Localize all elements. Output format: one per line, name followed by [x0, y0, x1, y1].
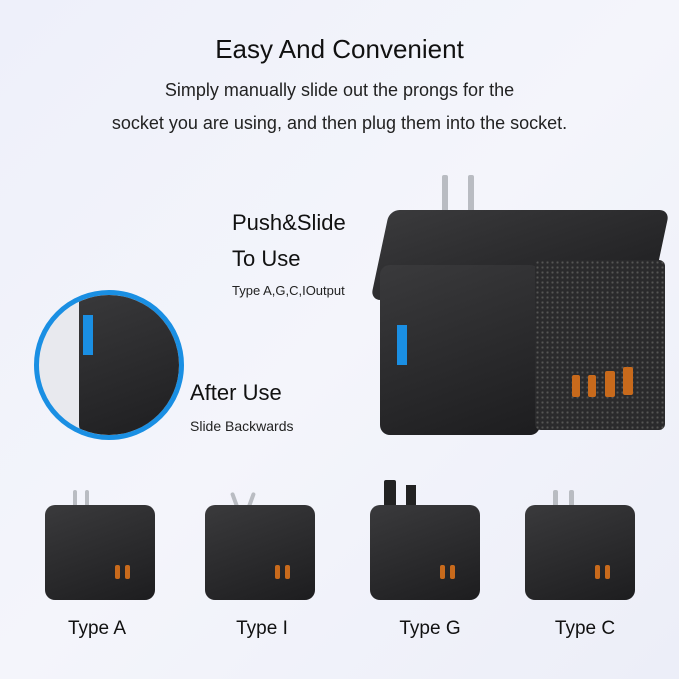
push-title-2: To Use	[232, 246, 301, 271]
page-title: Easy And Convenient	[215, 34, 464, 64]
variant-type-i-image	[205, 490, 315, 600]
push-title-1: Push&Slide	[232, 210, 346, 235]
arrow-down-icon	[83, 315, 93, 355]
after-detail: Slide Backwards	[190, 418, 294, 434]
variant-type-g-image	[370, 480, 480, 600]
push-detail: Type A,G,C,IOutput	[232, 283, 345, 298]
after-title: After Use	[190, 380, 282, 405]
variant-type-a-image	[45, 490, 155, 600]
variant-label-type-a: Type A	[67, 618, 127, 639]
variant-label-type-c: Type C	[554, 618, 616, 639]
variant-type-c-image	[525, 490, 635, 600]
variant-row: Type A Type I Type G Type C	[0, 480, 679, 660]
subtitle-line-1: Simply manually slide out the prongs for…	[164, 80, 515, 100]
detail-zoom-circle	[34, 290, 184, 440]
subtitle-line-2: socket you are using, and then plug them…	[111, 113, 568, 133]
main-adapter-image	[370, 175, 670, 445]
arrow-up-icon	[397, 325, 407, 365]
variant-label-type-g: Type G	[399, 618, 461, 639]
variant-label-type-i: Type I	[236, 618, 288, 639]
